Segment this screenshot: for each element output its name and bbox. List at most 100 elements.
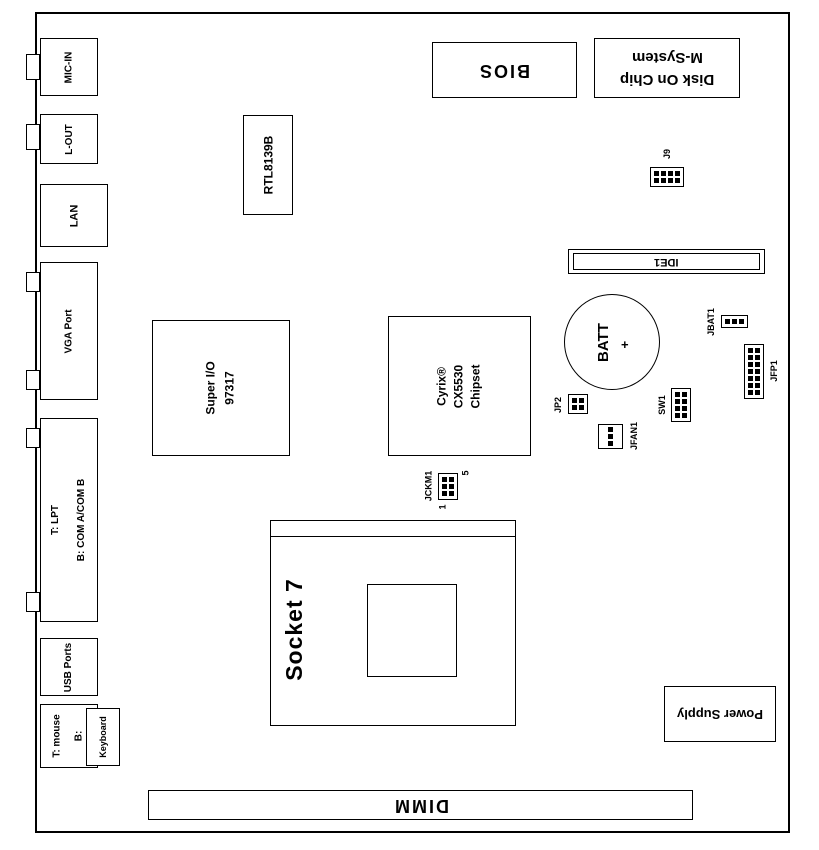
- chipset: Cyrix® CX5530 Chipset: [388, 316, 531, 456]
- lan-port: LAN: [40, 184, 108, 247]
- jfp1-label: JFP1: [769, 360, 780, 382]
- pin: [661, 178, 666, 183]
- pin: [572, 398, 577, 403]
- pin: [675, 178, 680, 183]
- pin: [748, 348, 753, 353]
- vga-mount-tab-bottom: [26, 370, 40, 390]
- pin: [449, 491, 454, 496]
- jp2-label: JP2: [553, 396, 564, 414]
- dimm-label: DIMM: [392, 795, 449, 816]
- ethernet-chip-label: RTL8139B: [261, 135, 275, 195]
- usb-label: USB Ports: [63, 642, 75, 692]
- disk-on-chip: M-System Disk On Chip: [594, 38, 740, 98]
- lpt-mount-tab-top: [26, 428, 40, 448]
- socket-lever-line: [271, 536, 515, 537]
- chipset-label-line1: Cyrix®: [434, 366, 449, 406]
- lpt-com-label: T: LPT B: COM A/COM B: [43, 479, 95, 561]
- ide-connector-inner: IDE1: [573, 253, 760, 270]
- chipset-label: Cyrix® CX5530 Chipset: [434, 364, 485, 408]
- socket-label-wrap: Socket 7: [275, 541, 313, 717]
- pin: [608, 434, 613, 439]
- jbat1-label: JBAT1: [706, 308, 716, 336]
- pin: [675, 406, 680, 411]
- pin: [755, 362, 760, 367]
- jfan1-label: JFAN1: [628, 421, 639, 451]
- super-io-label: Super I/O 97317: [202, 361, 240, 414]
- jfp1-header: [744, 344, 764, 399]
- pin: [755, 355, 760, 360]
- disk-on-chip-label-line1: M-System: [631, 49, 703, 66]
- pin: [661, 171, 666, 176]
- pin: [732, 319, 737, 324]
- pin: [748, 383, 753, 388]
- usb-port: USB Ports: [40, 638, 98, 696]
- pin: [755, 348, 760, 353]
- mic-in-port: MIC-IN: [40, 38, 98, 96]
- jckm1-jumper: [438, 473, 458, 500]
- jbat1-jumper: [721, 315, 748, 328]
- socket-label: Socket 7: [280, 577, 307, 681]
- pin: [755, 369, 760, 374]
- vga-mount-tab-top: [26, 272, 40, 292]
- cpu-socket: Socket 7: [270, 520, 516, 726]
- super-io-chip: Super I/O 97317: [152, 320, 290, 456]
- pin: [442, 484, 447, 489]
- pin: [748, 376, 753, 381]
- disk-on-chip-label-line2: Disk On Chip: [619, 71, 715, 88]
- mouse-label-line1: T: mouse: [52, 714, 63, 758]
- pin: [755, 383, 760, 388]
- pin: [682, 399, 687, 404]
- jp2-jumper: [568, 394, 588, 414]
- pin: [739, 319, 744, 324]
- line-out-label: L-OUT: [63, 123, 75, 155]
- pin: [442, 477, 447, 482]
- pin: [675, 171, 680, 176]
- mic-in-jack-tab: [26, 54, 40, 80]
- chipset-label-line2: CX5530: [451, 364, 466, 408]
- lpt-label-line2: B: COM A/COM B: [76, 478, 87, 562]
- jckm1-pin5-label: 5: [460, 470, 471, 476]
- pin: [682, 413, 687, 418]
- ide-label: IDE1: [654, 255, 679, 268]
- ide-connector: IDE1: [568, 249, 765, 274]
- vga-label: VGA Port: [63, 308, 75, 354]
- pin: [682, 392, 687, 397]
- ethernet-chip: RTL8139B: [243, 115, 293, 215]
- pin: [755, 376, 760, 381]
- super-io-label-line1: Super I/O: [204, 361, 218, 415]
- pin: [748, 369, 753, 374]
- line-out-jack-tab: [26, 124, 40, 150]
- keyboard-port: Keyboard: [86, 708, 120, 766]
- pin: [748, 355, 753, 360]
- super-io-label-line2: 97317: [223, 371, 237, 405]
- pin: [682, 406, 687, 411]
- j9-header: [650, 167, 684, 187]
- pin: [654, 171, 659, 176]
- dimm-slot: DIMM: [148, 790, 693, 820]
- keyboard-label: Keyboard: [98, 716, 109, 758]
- battery: BATT +: [564, 294, 660, 390]
- pin: [748, 362, 753, 367]
- pin: [449, 484, 454, 489]
- vga-port: VGA Port: [40, 262, 98, 400]
- battery-plus-sign: +: [621, 337, 629, 352]
- mouse-label: T: mouse B:: [47, 714, 91, 757]
- pin: [725, 319, 730, 324]
- lan-label: LAN: [67, 204, 80, 227]
- pin: [608, 441, 613, 446]
- socket-center-cavity: [367, 584, 457, 677]
- chipset-label-line3: Chipset: [468, 363, 483, 409]
- pin: [572, 405, 577, 410]
- bios-label: BIOS: [478, 60, 531, 81]
- pin: [755, 390, 760, 395]
- pin: [449, 477, 454, 482]
- mic-in-label: MIC-IN: [63, 51, 75, 83]
- pin: [675, 392, 680, 397]
- pin: [668, 171, 673, 176]
- pin: [675, 399, 680, 404]
- bios-chip: BIOS: [432, 42, 577, 98]
- pin: [608, 427, 613, 432]
- pin: [442, 491, 447, 496]
- power-connector: Power Supply: [664, 686, 776, 742]
